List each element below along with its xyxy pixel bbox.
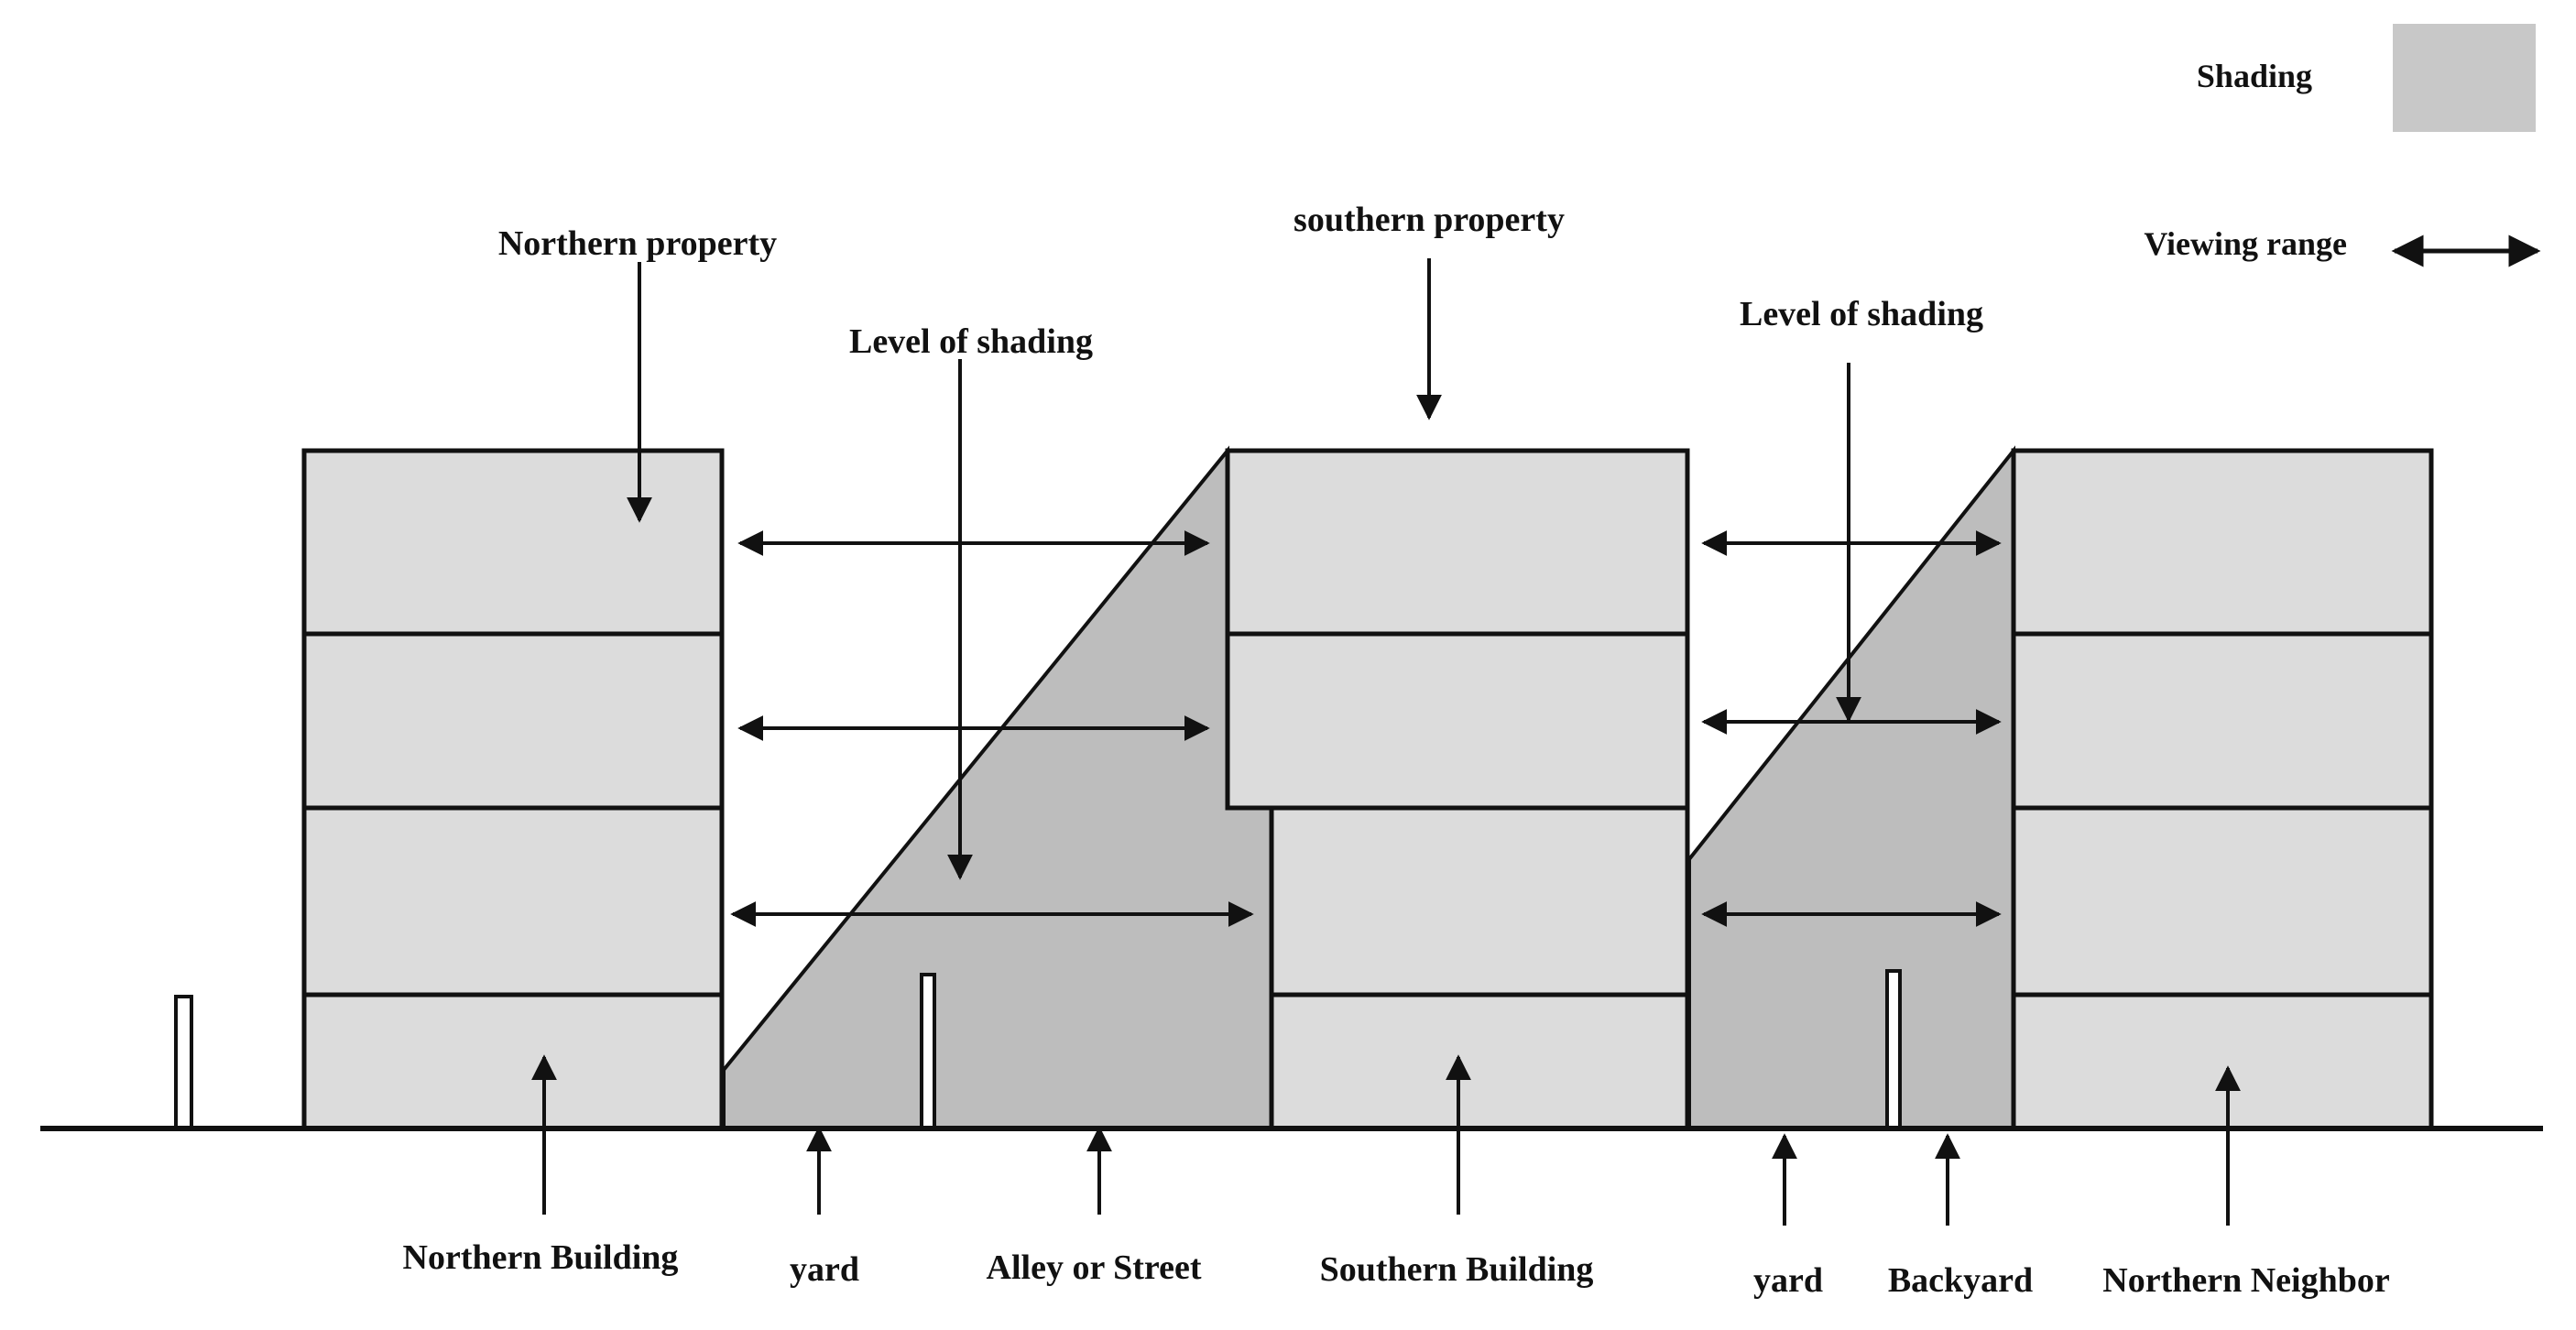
label-northern-property: Northern property [498,224,777,263]
label-northern-building: Northern Building [403,1238,679,1277]
label-southern-building: Southern Building [1320,1250,1594,1289]
label-yard-left: yard [790,1250,859,1289]
shadow-region-backyard [1687,445,2015,1130]
shadow-region-alley [722,445,1273,1130]
legend-shading-label: Shading [2197,58,2312,94]
southern-building [1225,448,1690,1131]
northern-building [301,448,725,1131]
fence-post-alley [920,973,936,1130]
label-northern-neighbor: Northern Neighbor [2102,1261,2390,1300]
northern-neighbor-building [2011,448,2434,1131]
legend-viewing-range-label: Viewing range [2144,225,2347,262]
fence-post-left [174,995,193,1130]
label-alley-or-street: Alley or Street [987,1248,1202,1287]
legend-shading-swatch [2393,24,2536,132]
label-level-of-shading-left: Level of shading [849,322,1093,361]
label-yard-right: yard [1753,1261,1823,1300]
label-backyard: Backyard [1888,1261,2033,1300]
label-southern-property: southern property [1293,201,1565,239]
fence-post-backyard [1885,969,1902,1130]
label-level-of-shading-right: Level of shading [1740,295,1983,333]
